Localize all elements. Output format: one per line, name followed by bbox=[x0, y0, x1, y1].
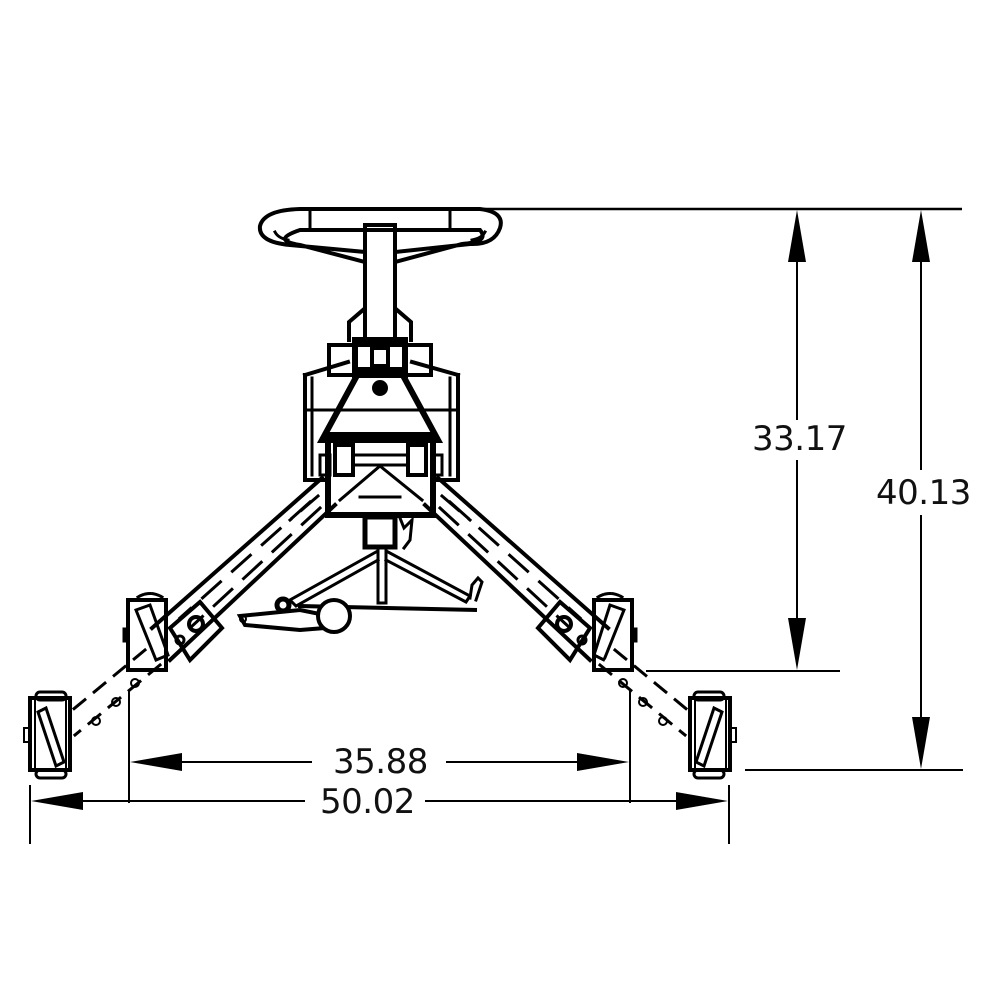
right-leg bbox=[422, 475, 693, 738]
head-frame bbox=[302, 359, 461, 551]
inner-width-dimension-line bbox=[130, 753, 629, 771]
foot-lever bbox=[236, 596, 352, 634]
center-column bbox=[363, 223, 397, 342]
inner-left-caster bbox=[122, 592, 170, 672]
column-clamp bbox=[327, 307, 433, 378]
handwheel bbox=[257, 207, 503, 265]
inner-width-label: 35.88 bbox=[329, 745, 432, 779]
overall-height-dimension-line bbox=[912, 210, 930, 769]
overall-width-label: 50.02 bbox=[316, 785, 419, 819]
outer-right-caster bbox=[688, 690, 737, 780]
inner-right-caster bbox=[592, 592, 638, 672]
inner-height-dimension-line bbox=[788, 210, 806, 670]
inner-height-label: 33.17 bbox=[748, 422, 851, 456]
overall-height-label: 40.13 bbox=[872, 476, 975, 510]
center-strut-linkage bbox=[287, 546, 484, 613]
outer-left-caster bbox=[23, 690, 72, 780]
overall-width-dimension-line bbox=[31, 792, 728, 810]
left-leg bbox=[67, 475, 338, 738]
